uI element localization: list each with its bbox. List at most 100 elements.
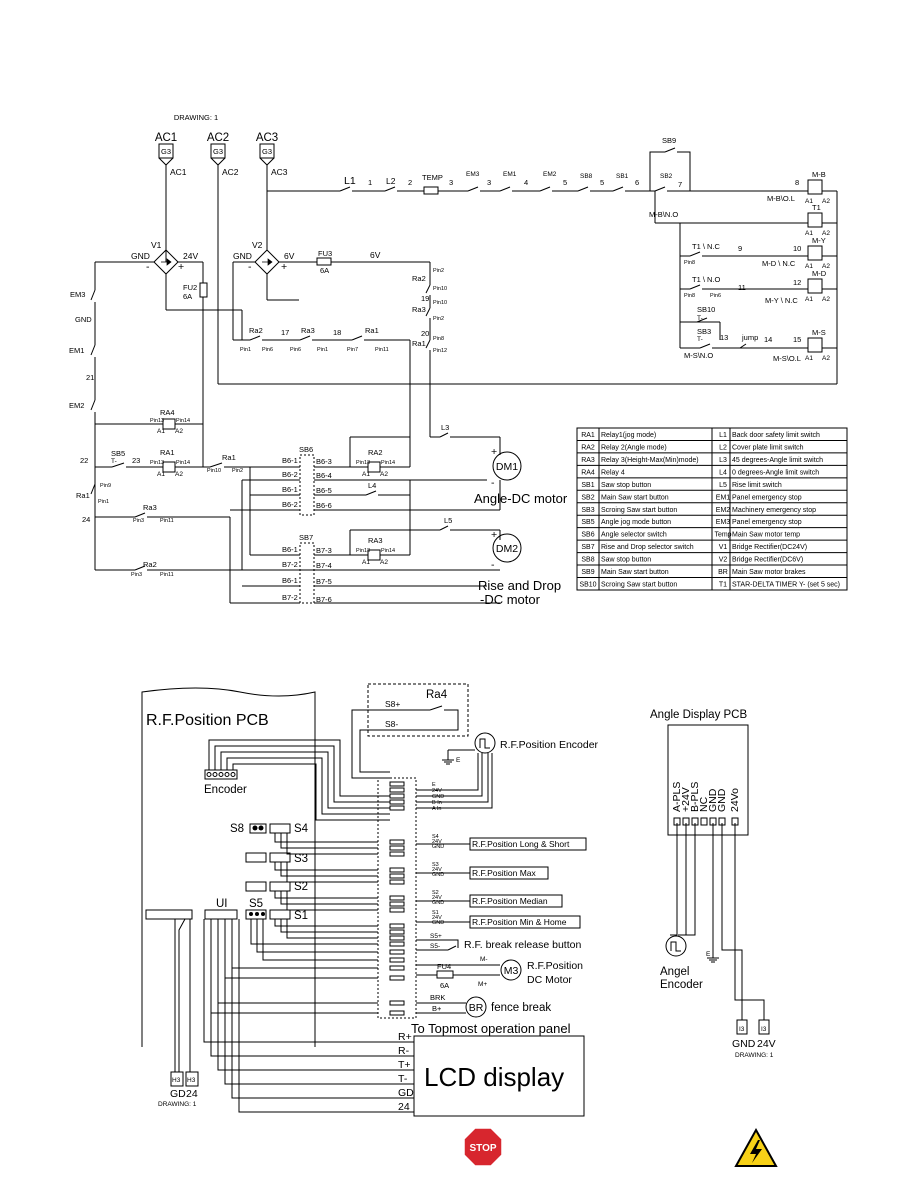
svg-text:Rise and Drop: Rise and Drop bbox=[478, 578, 561, 593]
encoder-pin bbox=[224, 772, 230, 777]
svg-text:A2: A2 bbox=[175, 428, 183, 435]
terminal-pin bbox=[389, 949, 405, 955]
left-chain: EM3 GND EM1 21 EM2 RA4 Pin13 Pin14 A1 A2… bbox=[69, 262, 500, 578]
svg-text:9: 9 bbox=[738, 244, 742, 253]
legend-cell: Panel emergency stop bbox=[732, 494, 802, 501]
switch-wire-label: S4 bbox=[432, 834, 439, 840]
svg-text:-: - bbox=[491, 559, 495, 571]
svg-text:H3: H3 bbox=[187, 1077, 196, 1084]
svg-text:AC1: AC1 bbox=[170, 167, 187, 177]
lcd-wire bbox=[210, 919, 414, 1057]
svg-text:G3: G3 bbox=[161, 147, 171, 156]
lcd-wire bbox=[238, 919, 414, 1113]
svg-text:24V: 24V bbox=[183, 251, 198, 261]
svg-text:13: 13 bbox=[720, 333, 728, 342]
switch-wire-label: 24V bbox=[432, 915, 442, 921]
svg-text:6A: 6A bbox=[320, 266, 329, 275]
legend-cell: RA2 bbox=[581, 444, 595, 451]
svg-text:A2: A2 bbox=[380, 559, 388, 566]
svg-text:B6-2: B6-2 bbox=[282, 500, 298, 509]
svg-text:S8: S8 bbox=[230, 823, 244, 835]
encoder-wire-label: B In bbox=[432, 800, 442, 806]
svg-text:L4: L4 bbox=[368, 481, 376, 490]
svg-text:R.F. break release button: R.F. break release button bbox=[464, 939, 581, 951]
legend-cell: Cover plate limit switch bbox=[732, 444, 804, 451]
svg-text:24V: 24V bbox=[757, 1038, 776, 1050]
svg-text:S8-: S8- bbox=[385, 719, 398, 729]
svg-text:DM2: DM2 bbox=[496, 543, 518, 555]
stop-sign-icon: STOP bbox=[463, 1127, 503, 1167]
svg-text:R.F.Position: R.F.Position bbox=[527, 960, 583, 972]
encoder-wire-label: GND bbox=[432, 794, 444, 800]
h3-terminals: H3 H3 GD 24 DRAWING: 1 bbox=[158, 918, 199, 1108]
angle-display-pcb: Angle Display PCB A-PLS+24VB-PLSNCGNDGND… bbox=[650, 709, 776, 1059]
svg-text:22: 22 bbox=[80, 456, 88, 465]
legend-cell: V1 bbox=[719, 544, 728, 551]
sb7-switch: SB7 B6-1 B7-3 L5 RA3 Pin13 Pin14 A1 A2 B… bbox=[229, 467, 501, 604]
control-line: L1 1 L2 2 TEMP 3 EM3 3 EM1 4 EM2 5 SB8 5… bbox=[267, 136, 691, 195]
svg-text:-DC motor: -DC motor bbox=[480, 592, 541, 607]
svg-text:BRK: BRK bbox=[430, 993, 445, 1002]
legend-cell: Machinery emergency stop bbox=[732, 507, 816, 514]
svg-text:A2: A2 bbox=[822, 198, 830, 205]
svg-text:6V: 6V bbox=[284, 251, 295, 261]
lcd-pin-label: GD bbox=[398, 1087, 414, 1099]
svg-text:6A: 6A bbox=[440, 981, 449, 990]
svg-text:SB9: SB9 bbox=[662, 136, 676, 145]
svg-text:FU4: FU4 bbox=[437, 962, 451, 971]
svg-text:Pin1: Pin1 bbox=[98, 499, 109, 505]
legend-cell: SB6 bbox=[581, 532, 594, 539]
svg-text:T1 \ N.C: T1 \ N.C bbox=[692, 242, 721, 251]
svg-text:R.F.Position Max: R.F.Position Max bbox=[472, 868, 537, 878]
svg-text:A1: A1 bbox=[157, 428, 165, 435]
svg-text:H3: H3 bbox=[172, 1077, 181, 1084]
svg-text:S5+: S5+ bbox=[430, 933, 442, 940]
break-release-button: S5+ S5- R.F. break release button bbox=[416, 933, 581, 951]
svg-text:DRAWING: 1: DRAWING: 1 bbox=[158, 1101, 197, 1108]
angle-pin-label: GND bbox=[707, 788, 719, 812]
legend-cell: EM1 bbox=[716, 494, 731, 501]
legend-cell: RA3 bbox=[581, 457, 595, 464]
legend-cell: 45 degrees-Angle limit switch bbox=[732, 457, 823, 464]
angle-pin-label: 24Vo bbox=[729, 788, 741, 812]
legend-cell: Main Saw motor temp bbox=[732, 532, 800, 539]
svg-text:Angle Display PCB: Angle Display PCB bbox=[650, 709, 747, 721]
lcd-display: To Topmost operation panel LCD display R… bbox=[203, 919, 585, 1117]
svg-text:A2: A2 bbox=[175, 471, 183, 478]
svg-text:T1 \ N.O: T1 \ N.O bbox=[692, 275, 721, 284]
svg-text:Pin6: Pin6 bbox=[290, 347, 301, 353]
lcd-pin-label: 24 bbox=[398, 1101, 410, 1113]
svg-text:2: 2 bbox=[408, 178, 412, 187]
high-voltage-icon bbox=[734, 1127, 778, 1167]
terminal-pin bbox=[389, 957, 405, 963]
svg-text:A1: A1 bbox=[805, 198, 813, 205]
legend-cell: L4 bbox=[719, 469, 727, 476]
svg-text:Pin2: Pin2 bbox=[232, 468, 243, 474]
svg-text:Angle-DC motor: Angle-DC motor bbox=[474, 491, 568, 506]
svg-text:Pin11: Pin11 bbox=[375, 347, 389, 353]
svg-text:S2: S2 bbox=[294, 881, 308, 893]
legend-cell: SB3 bbox=[581, 507, 594, 514]
svg-text:-: - bbox=[248, 261, 252, 273]
legend-cell: Scroing Saw start button bbox=[601, 582, 677, 589]
svg-text:8: 8 bbox=[795, 178, 799, 187]
terminal-pin bbox=[389, 935, 405, 941]
ac-input-2: AC2 G3 AC2 bbox=[207, 132, 239, 384]
switch-wire-label: GND bbox=[432, 900, 444, 906]
svg-text:L2: L2 bbox=[386, 176, 396, 186]
legend-cell: SB5 bbox=[581, 519, 594, 526]
angle-pin-label: B-PLS bbox=[689, 782, 701, 812]
svg-text:24: 24 bbox=[82, 515, 90, 524]
svg-text:L3: L3 bbox=[441, 423, 449, 432]
svg-text:Pin13: Pin13 bbox=[356, 548, 370, 554]
svg-text:jump: jump bbox=[741, 333, 758, 342]
legend-cell: SB7 bbox=[581, 544, 594, 551]
svg-text:S1: S1 bbox=[294, 910, 308, 922]
legend-cell: Saw stop button bbox=[601, 482, 651, 489]
svg-text:Pin1: Pin1 bbox=[240, 347, 251, 353]
svg-text:A1: A1 bbox=[805, 296, 813, 303]
svg-text:18: 18 bbox=[333, 328, 341, 337]
svg-text:DM1: DM1 bbox=[496, 461, 518, 473]
svg-text:B6-1: B6-1 bbox=[282, 576, 298, 585]
svg-text:-: - bbox=[146, 261, 150, 273]
